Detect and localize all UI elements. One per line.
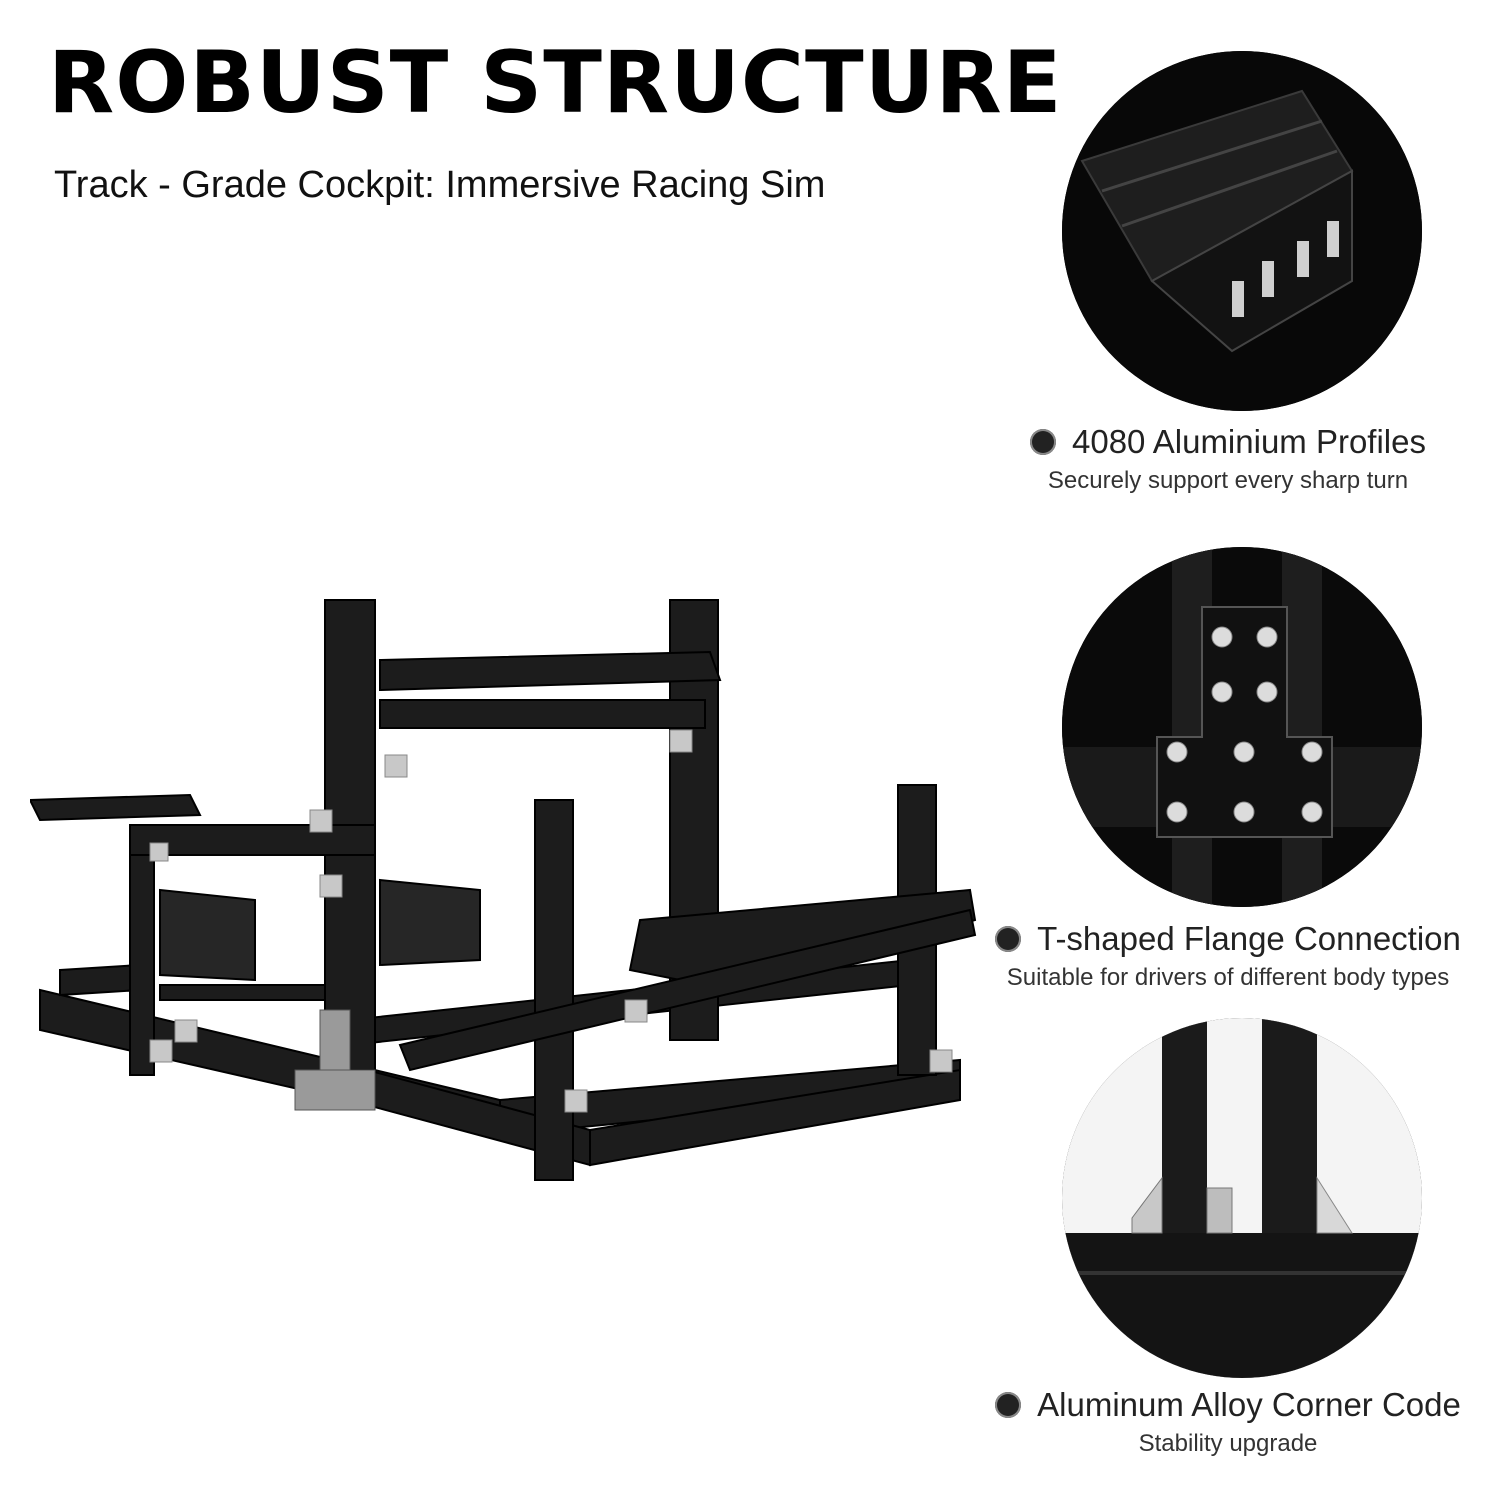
feature-title: Aluminum Alloy Corner Code	[1037, 1386, 1461, 1423]
cockpit-frame-illustration	[28, 599, 977, 1181]
page-subtitle: Track - Grade Cockpit: Immersive Racing …	[54, 164, 826, 206]
base-rail-back-left	[59, 963, 141, 997]
t-flange-plates	[294, 1009, 376, 1111]
feature-title: T-shaped Flange Connection	[1037, 920, 1461, 957]
upright-rear-left	[534, 799, 574, 1181]
bullet-dot-icon	[995, 1392, 1022, 1418]
wheel-deck-arm	[129, 824, 376, 856]
wheel-support-leg	[129, 854, 155, 1076]
feature-description: Securely support every sharp turn	[1047, 467, 1409, 494]
feature-corner-code: Aluminum Alloy Corner Code Stability upg…	[968, 1386, 1488, 1458]
t-flange-detail	[1062, 547, 1422, 907]
corner-brackets	[149, 729, 953, 1113]
bullet-dot-icon	[995, 926, 1022, 952]
feature-title: 4080 Aluminium Profiles	[1071, 423, 1426, 460]
feature-description: Suitable for drivers of different body t…	[1006, 964, 1450, 991]
feature-aluminium-profiles: 4080 Aluminium Profiles Securely support…	[968, 423, 1488, 495]
crossbar-top	[379, 699, 706, 729]
aluminium-profile-detail	[1062, 51, 1422, 411]
corner-code-detail	[1062, 1018, 1422, 1378]
wheel-deck-plate	[28, 793, 202, 822]
base-rail-end	[589, 1068, 961, 1167]
feature-t-flange: T-shaped Flange Connection Suitable for …	[968, 920, 1488, 992]
diagonal-brace	[398, 908, 977, 1072]
monitor-shelf	[379, 650, 722, 692]
cockpit-frame-image	[28, 590, 990, 1230]
bullet-dot-icon	[1029, 429, 1056, 455]
seat-block-right	[379, 878, 481, 967]
seat-block-left	[159, 888, 256, 982]
page-title: ROBUST STRUCTURE	[48, 33, 1063, 133]
feature-description: Stability upgrade	[1138, 1430, 1318, 1457]
